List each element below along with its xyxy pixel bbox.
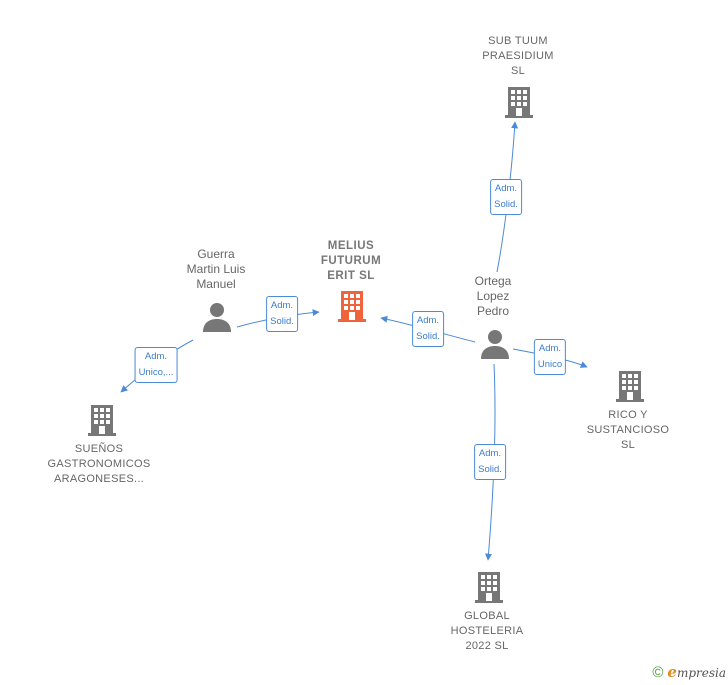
company-label-global[interactable]: GLOBAL HOSTELERIA 2022 SL: [450, 610, 524, 652]
brand-initial: e: [667, 663, 677, 681]
building-icon[interactable]: [336, 289, 368, 323]
edge-label-guerra-suenos[interactable]: Adm. Unico,...: [134, 347, 178, 383]
building-icon[interactable]: [473, 570, 505, 604]
brand-logo: empresia: [667, 663, 726, 681]
building-icon[interactable]: [614, 369, 646, 403]
copyright-symbol: ©: [652, 663, 664, 681]
person-icon[interactable]: [201, 301, 233, 333]
edge-label-guerra-melius[interactable]: Adm. Solid.: [266, 296, 298, 332]
edge-label-ortega-melius[interactable]: Adm. Solid.: [412, 311, 444, 347]
company-label-rico[interactable]: RICO Y SUSTANCIOSO SL: [586, 409, 670, 451]
building-icon[interactable]: [503, 85, 535, 119]
empresia-watermark: © empresia: [652, 663, 726, 681]
company-label-suenos[interactable]: SUEÑOS GASTRONOMICOS ARAGONESES...: [47, 443, 151, 485]
building-icon[interactable]: [86, 403, 118, 437]
edge-label-ortega-sub-tuum[interactable]: Adm. Solid.: [490, 179, 522, 215]
person-label-guerra[interactable]: Guerra Martin Luis Manuel: [186, 247, 246, 291]
edge-label-ortega-rico[interactable]: Adm. Unico: [533, 339, 567, 375]
company-label-melius[interactable]: MELIUS FUTURUM ERIT SL: [320, 240, 382, 282]
brand-rest: mpresia: [676, 666, 726, 680]
person-label-ortega[interactable]: Ortega Lopez Pedro: [474, 274, 512, 318]
person-icon[interactable]: [479, 328, 511, 360]
company-label-sub-tuum[interactable]: SUB TUUM PRAESIDIUM SL: [482, 35, 554, 77]
edge-label-ortega-global[interactable]: Adm. Solid.: [474, 444, 506, 480]
